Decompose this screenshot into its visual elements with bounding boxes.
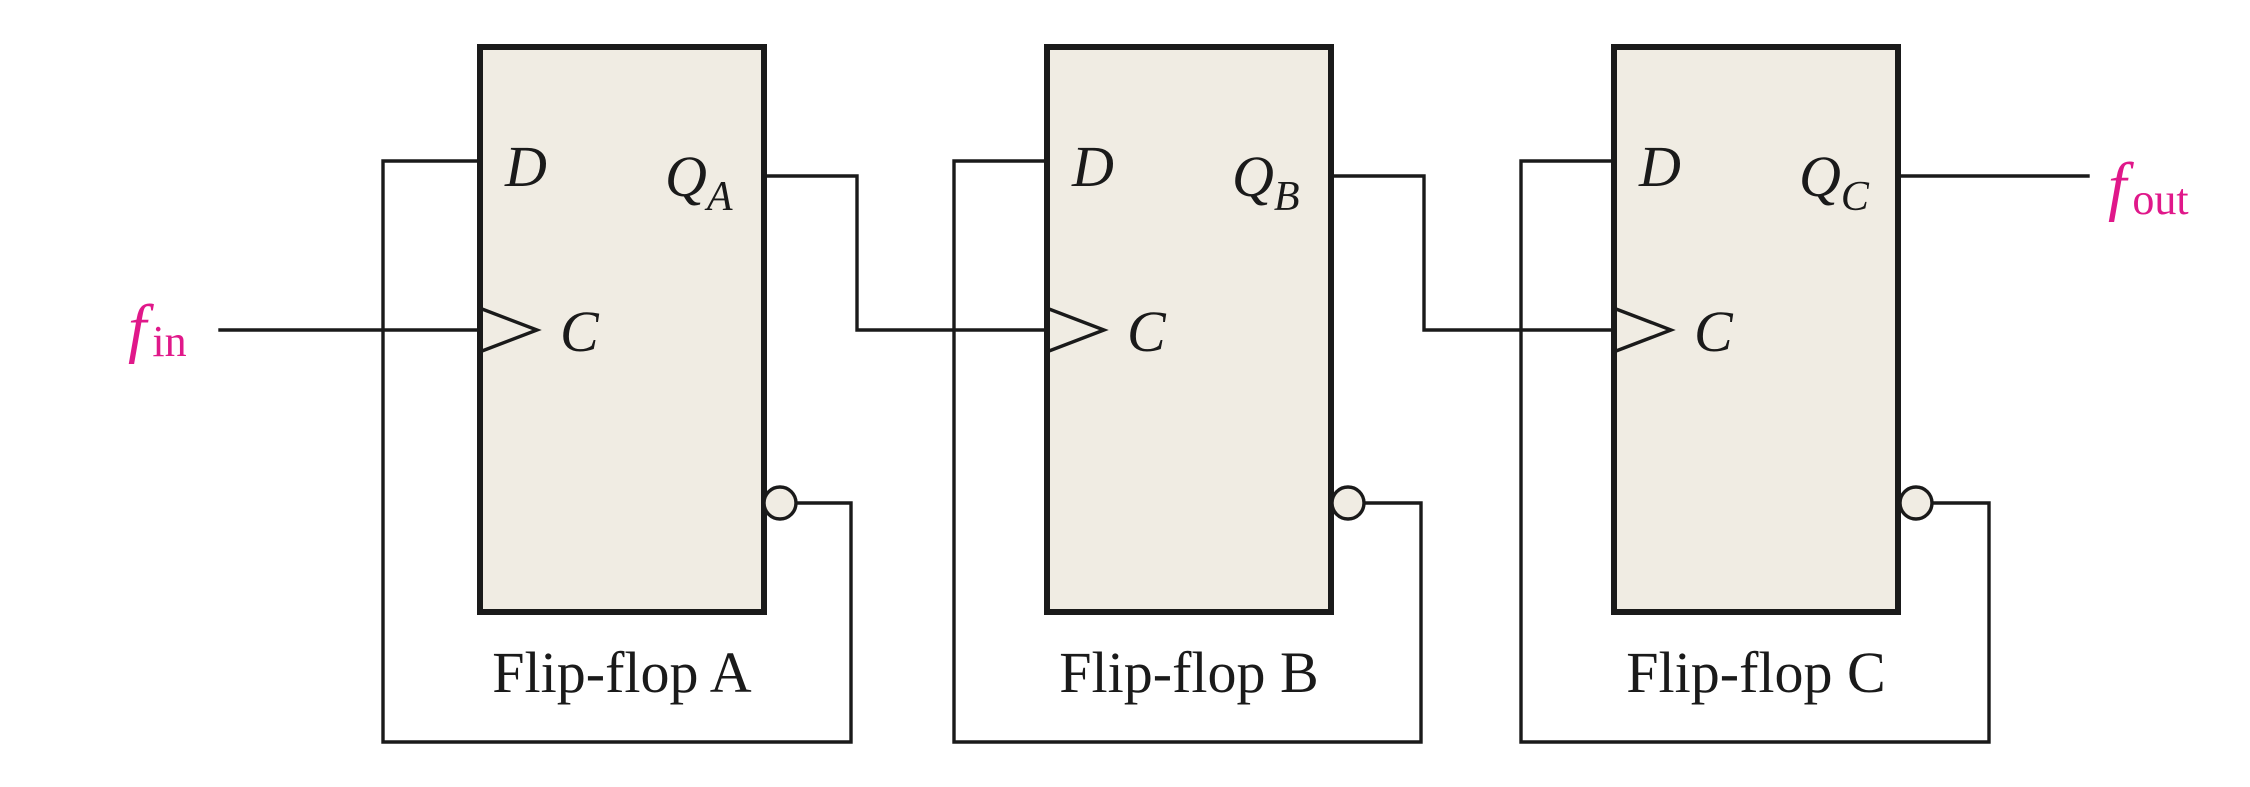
clock-input-label: C [1694,299,1734,364]
clock-triangle-icon [481,307,542,353]
flipflop-b-body [1044,44,1334,615]
qa-to-clock-b-wire [762,174,1049,332]
d-input-label: D [1638,134,1681,199]
flipflop-c-body [1611,44,1901,615]
feedback-wire-c [1519,159,1991,744]
q-output-label: QC [1799,144,1870,220]
feedback-wire-a [381,159,853,744]
feedback-wire-b [952,159,1423,744]
q-bar-bubble-icon [762,485,798,521]
d-input-label: D [1071,134,1114,199]
flipflop-c: D C QC Flip-flop C [1611,44,1934,705]
clock-input-label: C [560,299,600,364]
q-output-label: QB [1232,144,1300,220]
clock-triangle-icon [1615,307,1676,353]
clock-input-label: C [1127,299,1167,364]
flipflop-b-name: Flip-flop B [1059,640,1318,705]
d-input-label: D [504,134,547,199]
q-output-label: QA [665,144,733,220]
flipflop-c-name: Flip-flop C [1626,640,1885,705]
q-bar-bubble-icon [1898,485,1934,521]
flipflop-a-body [477,44,767,615]
q-bar-bubble-icon [1330,485,1366,521]
flipflop-a: D C QA Flip-flop A [477,44,798,705]
flipflop-b: D C QB Flip-flop B [1044,44,1366,705]
clock-triangle-icon [1048,307,1109,353]
flipflop-a-name: Flip-flop A [492,640,752,705]
qb-to-clock-c-wire [1331,174,1616,332]
